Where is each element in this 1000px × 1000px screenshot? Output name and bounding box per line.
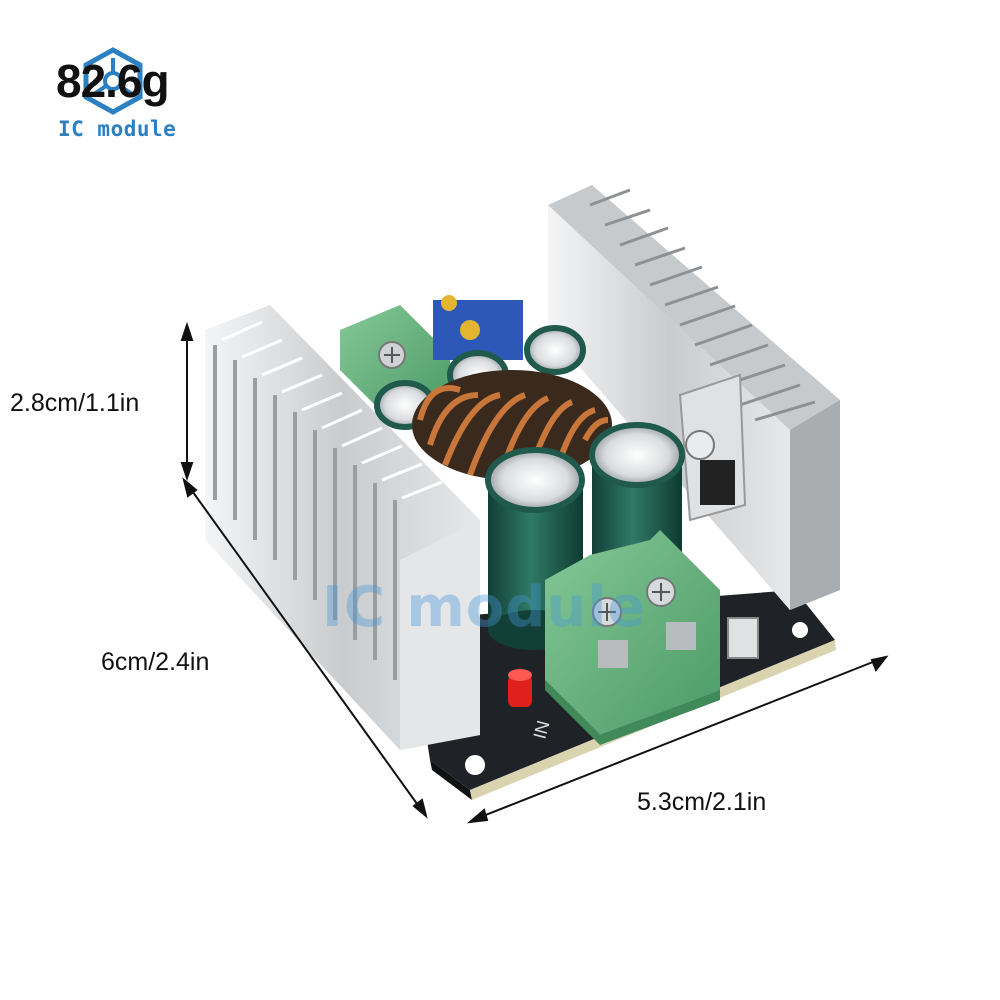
input-terminal [545, 530, 720, 745]
fuse [727, 617, 759, 659]
product-weight: 82.6g [56, 55, 170, 107]
dimension-arrows [180, 321, 889, 824]
led-indicator [508, 669, 532, 707]
left-heatsink [205, 305, 480, 750]
brand-logo-icon [83, 47, 143, 115]
width-dimension-label: 5.3cm/2.1in [637, 788, 767, 816]
watermark-text: IC module [322, 575, 647, 640]
brand-name: IC module [58, 117, 177, 141]
svg-text:IN: IN [530, 718, 554, 741]
depth-dimension-label: 6cm/2.4in [101, 648, 210, 676]
height-dimension-label: 2.8cm/1.1in [10, 389, 140, 417]
right-heatsink [548, 185, 840, 610]
